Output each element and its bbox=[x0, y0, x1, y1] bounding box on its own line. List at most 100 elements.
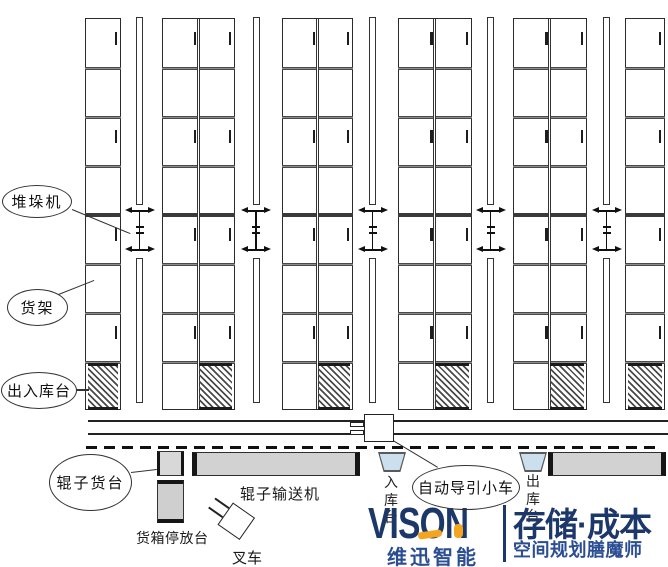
pallet-tick bbox=[346, 32, 350, 45]
crane-rail-bar bbox=[363, 249, 382, 251]
shelf-line bbox=[85, 262, 121, 266]
shelf-line bbox=[625, 66, 665, 70]
pallet-tick bbox=[545, 228, 548, 241]
pallet-tick bbox=[430, 130, 433, 143]
crane-rail-bar bbox=[130, 249, 149, 251]
pallet-tick bbox=[312, 228, 316, 241]
shelf-line bbox=[625, 164, 665, 168]
pallet-tick bbox=[114, 130, 118, 143]
pallet-tick bbox=[545, 130, 548, 143]
arrow-right bbox=[614, 246, 622, 253]
pallet-tick bbox=[430, 32, 433, 45]
arrow-right bbox=[498, 246, 506, 253]
shelf-line bbox=[85, 213, 121, 217]
pallet-tick bbox=[580, 130, 584, 143]
dashed-boundary-line bbox=[86, 446, 662, 449]
arrow-right bbox=[380, 207, 388, 214]
shelf-line bbox=[625, 311, 665, 315]
rack-center-divider bbox=[433, 19, 436, 409]
pallet-tick bbox=[312, 130, 316, 143]
logo-orange-dot bbox=[454, 524, 463, 538]
arrow-left bbox=[241, 246, 248, 253]
crane-mast bbox=[138, 211, 141, 250]
logo-tagline-sub: 空间规划膳魔师 bbox=[513, 540, 643, 560]
stacker-crane-icon bbox=[357, 207, 388, 253]
label-roller-platform: 辊子货台 bbox=[49, 454, 132, 511]
crane-carriage bbox=[486, 226, 495, 228]
pallet-tick bbox=[580, 32, 584, 45]
crane-carriage bbox=[602, 226, 611, 228]
inbound-station-label: 入库台 bbox=[384, 474, 398, 525]
pallet-tick bbox=[430, 228, 433, 241]
pallet-tick bbox=[465, 130, 469, 143]
crane-carriage bbox=[368, 226, 377, 228]
crane-rail-lower bbox=[136, 258, 143, 403]
arrow-left bbox=[241, 207, 248, 214]
crane-rail-upper bbox=[136, 17, 143, 205]
crane-carriage bbox=[252, 226, 260, 228]
roller-conveyor-right bbox=[548, 452, 666, 476]
container-parking-icon bbox=[157, 480, 184, 523]
arrow-left bbox=[591, 246, 599, 253]
arrow-left bbox=[475, 246, 483, 253]
crane-carriage bbox=[135, 226, 144, 228]
inout-station-cell bbox=[317, 362, 350, 410]
pallet-tick bbox=[346, 228, 350, 241]
crane-rail-upper bbox=[252, 17, 260, 205]
storage-rack bbox=[625, 18, 665, 410]
rack-center-divider bbox=[315, 19, 319, 409]
crane-carriage bbox=[135, 232, 144, 234]
pallet-tick bbox=[312, 326, 316, 339]
label-agv: 自动导引小车 bbox=[412, 465, 520, 510]
pallet-tick bbox=[346, 130, 350, 143]
pallet-tick bbox=[465, 228, 469, 241]
arrow-left bbox=[591, 207, 599, 214]
storage-rack bbox=[162, 18, 235, 410]
roller-platform-icon bbox=[157, 451, 184, 476]
outbound-funnel-icon bbox=[519, 452, 547, 472]
pallet-tick bbox=[228, 130, 232, 143]
pallet-tick bbox=[658, 130, 662, 143]
pallet-tick bbox=[430, 326, 433, 339]
leader-line bbox=[130, 469, 158, 474]
logo-divider bbox=[503, 505, 506, 562]
pallet-tick bbox=[580, 228, 584, 241]
arrow-right bbox=[498, 207, 506, 214]
inout-station-cell bbox=[198, 362, 232, 410]
inbound-funnel-icon bbox=[378, 452, 406, 472]
inout-station-cell bbox=[87, 362, 118, 410]
pallet-tick bbox=[545, 326, 548, 339]
pallet-tick bbox=[465, 32, 469, 45]
storage-rack bbox=[282, 18, 353, 410]
pallet-tick bbox=[465, 326, 469, 339]
crane-rail-lower bbox=[252, 258, 260, 403]
arrow-left bbox=[357, 246, 365, 253]
pallet-tick bbox=[312, 32, 316, 45]
arrow-left bbox=[475, 207, 483, 214]
roller-conveyor-label: 辊子输送机 bbox=[240, 486, 321, 503]
crane-mast bbox=[489, 211, 492, 250]
arrow-left bbox=[124, 207, 132, 214]
stacker-crane-icon bbox=[124, 207, 155, 253]
pallet-tick bbox=[658, 326, 662, 339]
pallet-tick bbox=[193, 32, 197, 45]
arrow-left bbox=[357, 207, 365, 214]
shelf-line bbox=[85, 311, 121, 315]
forklift-label: 叉车 bbox=[232, 550, 263, 567]
storage-rack bbox=[85, 18, 121, 410]
storage-rack bbox=[513, 18, 587, 410]
arrow-right bbox=[264, 207, 271, 214]
crane-mast bbox=[605, 211, 608, 250]
pallet-tick bbox=[193, 130, 197, 143]
arrow-right bbox=[147, 207, 155, 214]
pallet-tick bbox=[114, 32, 118, 45]
label-stacker-crane: 堆垛机 bbox=[2, 185, 72, 218]
shelf-line bbox=[625, 262, 665, 266]
pallet-tick bbox=[545, 32, 548, 45]
crane-carriage bbox=[602, 232, 611, 234]
arrow-right bbox=[264, 246, 271, 253]
arrow-right bbox=[147, 246, 155, 253]
crane-mast bbox=[255, 211, 257, 250]
crane-carriage bbox=[252, 232, 260, 234]
